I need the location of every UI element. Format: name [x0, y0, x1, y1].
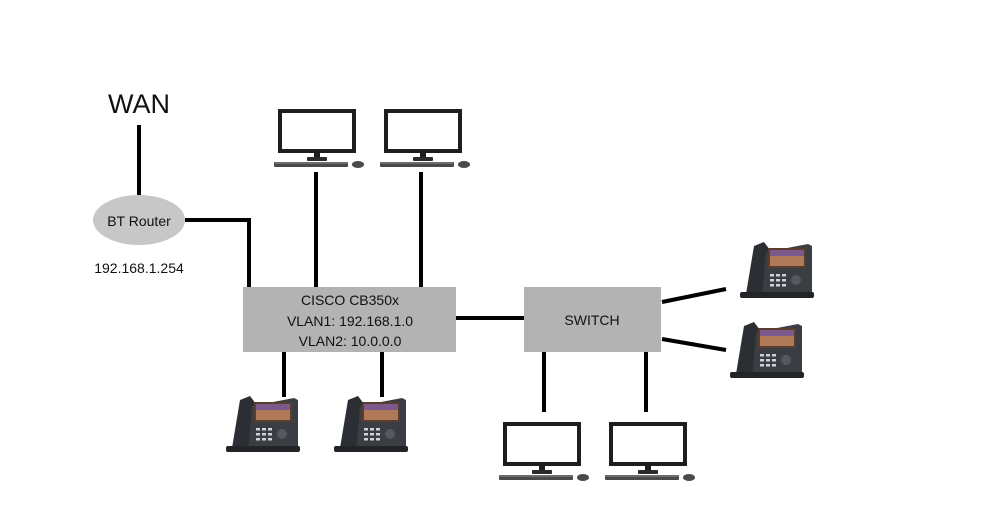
ip-phone-icon: [740, 242, 814, 298]
computer-icon: [378, 109, 472, 170]
cisco-switch-box: [243, 287, 456, 352]
ip-phone-icon: [226, 396, 300, 452]
router-ip: 192.168.1.254: [94, 260, 184, 276]
connection-lines: [137, 125, 727, 412]
switch-label: SWITCH: [564, 312, 619, 328]
router-uplink: [185, 218, 251, 287]
wan-label: WAN: [108, 89, 170, 119]
vlan1-label: VLAN1: 192.168.1.0: [287, 313, 413, 329]
computer-icon: [272, 109, 366, 170]
vlan2-label: VLAN2: 10.0.0.0: [299, 333, 402, 349]
ip-phone-icon: [730, 322, 804, 378]
access-switch: SWITCH: [524, 287, 661, 352]
cisco-switch-name: CISCO CB350x: [301, 292, 399, 308]
bt-router: BT Router: [93, 195, 185, 245]
cisco-switch: CISCO CB350x VLAN1: 192.168.1.0 VLAN2: 1…: [243, 287, 456, 352]
router-node: [93, 195, 185, 245]
phone4-link: [661, 337, 727, 352]
router-label: BT Router: [107, 213, 171, 229]
ip-phone-icon: [334, 396, 408, 452]
access-switch-box: [524, 287, 661, 352]
phone3-link: [661, 287, 727, 304]
computer-icon: [603, 422, 697, 483]
computer-icon: [497, 422, 591, 483]
